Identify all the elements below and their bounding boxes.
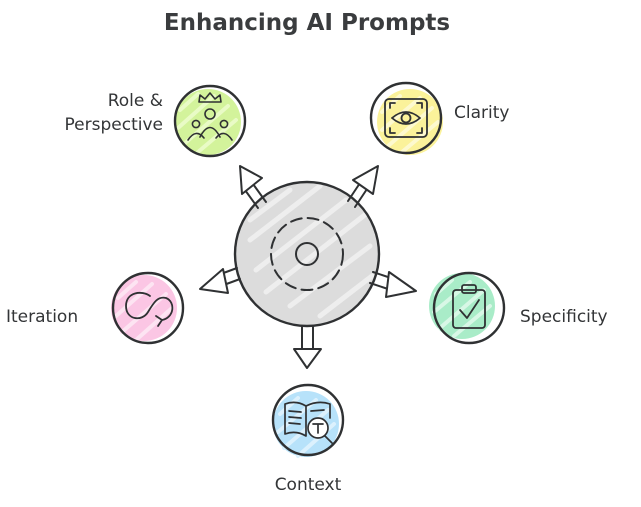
target-icon [270,217,344,291]
book-search-icon [284,401,333,444]
central-hub [233,180,381,328]
arrow-to-specificity [369,271,417,298]
iteration-label: Iteration [6,307,78,327]
node-context [271,383,345,458]
arrow-to-iteration [199,267,241,294]
eye-focus-icon [384,98,428,138]
specificity-label: Specificity [520,307,608,327]
role-label-line1: Role & [108,91,163,111]
context-label: Context [275,475,342,495]
context-hatch [276,396,336,458]
iteration-hatch [114,280,174,342]
arrow-to-context [293,325,322,369]
arrow-to-role [239,165,267,209]
arrow-to-clarity [347,165,379,208]
clarity-hatch [380,94,440,154]
clipboard-check-icon [452,284,486,329]
node-clarity [369,81,443,155]
node-role-perspective [173,84,247,158]
node-specificity [429,271,506,345]
diagram-title: Enhancing AI Prompts [164,10,450,36]
crowned-group-icon [187,92,233,141]
clarity-label: Clarity [454,103,509,123]
node-iteration [111,271,185,345]
role-hatch [176,92,238,154]
role-label-line2: Perspective [65,115,163,135]
hub-hatch [247,183,375,319]
specificity-hatch [432,278,492,338]
loop-icon [125,291,174,327]
hub-outline [233,180,381,328]
